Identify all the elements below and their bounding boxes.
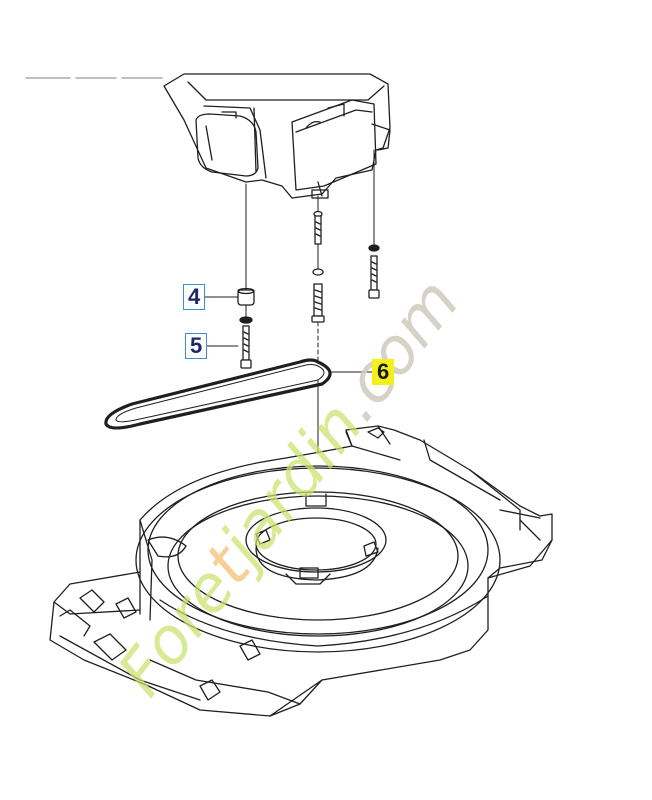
callout-part-6: 6 bbox=[372, 359, 395, 385]
spacer-part-4 bbox=[237, 287, 255, 306]
drive-belt-part-6 bbox=[104, 358, 332, 430]
mower-deck bbox=[49, 425, 553, 717]
bolt-right bbox=[368, 255, 380, 299]
bolt-center-lower bbox=[311, 283, 325, 323]
engine-housing bbox=[163, 73, 391, 199]
bolt-center-upper bbox=[314, 215, 322, 245]
callout-part-5: 5 bbox=[185, 333, 208, 359]
callout-part-4: 4 bbox=[183, 284, 206, 310]
bolt-part-5 bbox=[240, 325, 252, 369]
washers bbox=[239, 210, 380, 324]
